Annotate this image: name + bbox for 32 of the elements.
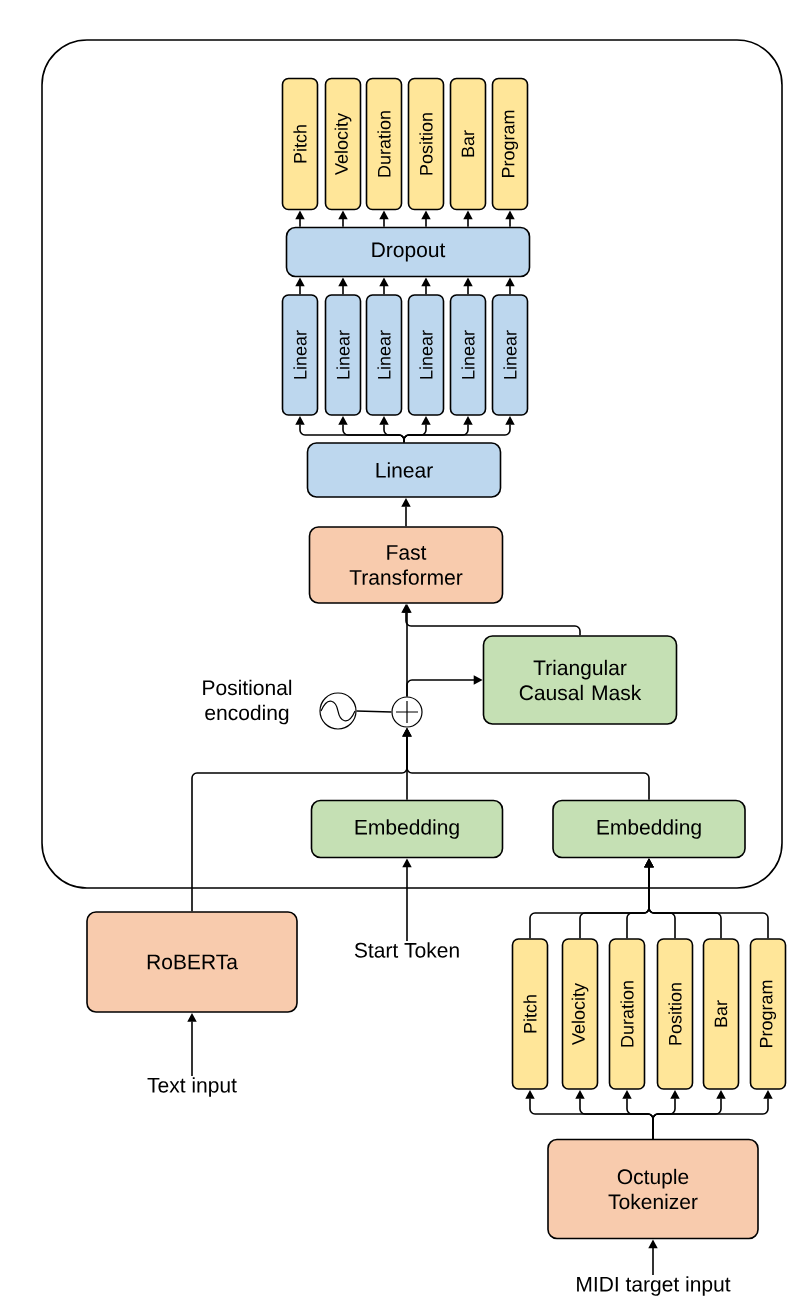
process-box: RoBERTa <box>86 911 298 1013</box>
vertical-box: Bar <box>449 77 487 211</box>
process-box: Triangular Causal Mask <box>482 635 678 725</box>
vertical-box: Pitch <box>511 938 549 1090</box>
process-box: Embedding <box>310 799 504 859</box>
vertical-box: Position <box>656 938 694 1090</box>
vertical-box: Bar <box>702 938 740 1090</box>
vertical-box: Position <box>407 77 445 211</box>
vertical-box: Program <box>749 938 787 1090</box>
vertical-box: Linear <box>449 294 487 416</box>
process-box: Linear <box>306 442 502 498</box>
vertical-box: Velocity <box>561 938 599 1090</box>
vertical-box: Velocity <box>324 77 362 211</box>
vertical-box: Linear <box>407 294 445 416</box>
process-box: Fast Transformer <box>308 526 504 604</box>
vertical-box: Program <box>491 77 529 211</box>
input-label: MIDI target input <box>577 1276 731 1296</box>
vertical-box: Linear <box>365 294 403 416</box>
vertical-box: Linear <box>281 294 319 416</box>
input-label: Text input <box>147 1077 237 1097</box>
process-box: Octuple Tokenizer <box>547 1138 759 1240</box>
process-box: Dropout <box>285 226 531 278</box>
process-box: Embedding <box>552 799 746 859</box>
vertical-box: Linear <box>324 294 362 416</box>
adder-circle <box>391 696 423 728</box>
node-label: Positional encoding <box>203 679 292 725</box>
input-label: Start Token <box>354 942 459 958</box>
vertical-box: Duration <box>365 77 403 211</box>
vertical-box: Pitch <box>281 77 319 211</box>
vertical-box: Linear <box>491 294 529 416</box>
module-frame <box>41 39 783 889</box>
vertical-box: Duration <box>608 938 646 1090</box>
